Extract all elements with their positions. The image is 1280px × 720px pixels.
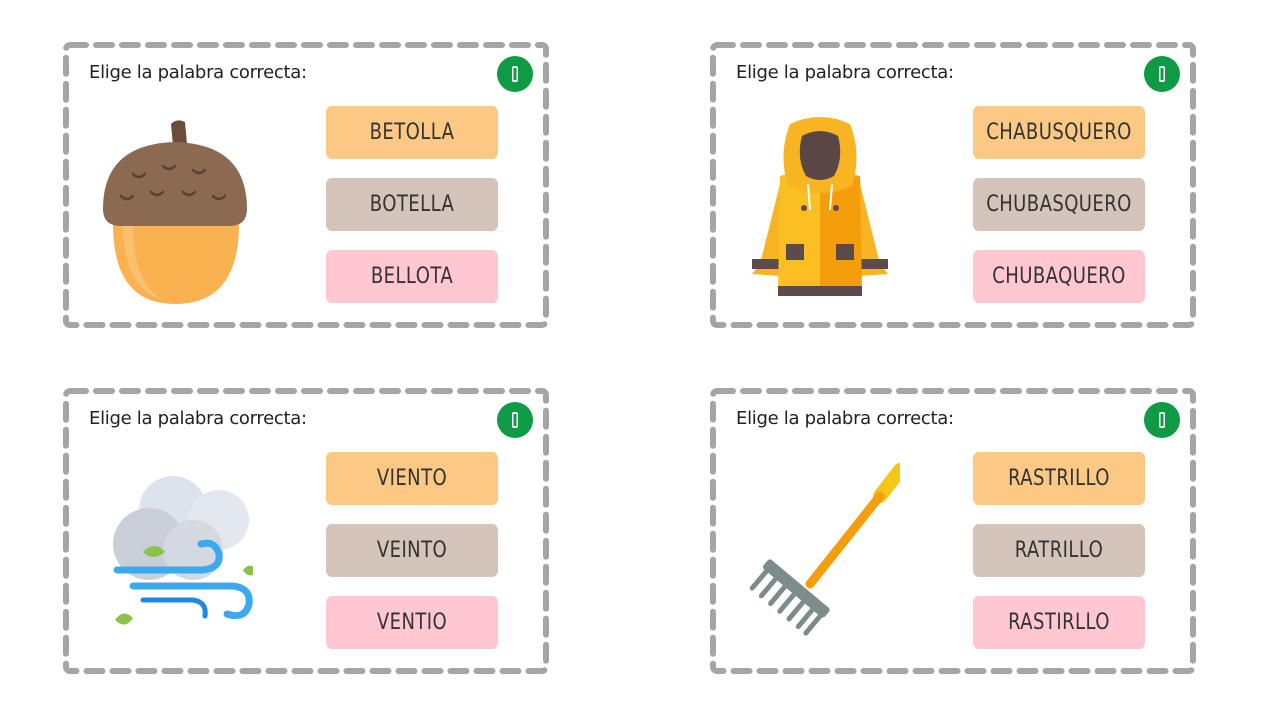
logo-badge-icon [497, 402, 533, 438]
option-button-1[interactable]: BETOLLA [325, 106, 499, 159]
prompt-text: Elige la palabra correcta: [89, 62, 307, 83]
prompt-text: Elige la palabra correcta: [89, 408, 307, 429]
quiz-card-acorn: Elige la palabra correcta: BETOLLA BOTEL… [63, 42, 549, 328]
prompt-text: Elige la palabra correcta: [736, 62, 954, 83]
option-button-2[interactable]: CHUBASQUERO [972, 178, 1146, 231]
raincoat-icon [752, 117, 888, 296]
logo-badge-icon [1144, 56, 1180, 92]
option-button-2[interactable]: VEINTO [325, 524, 499, 577]
rake-icon [749, 463, 900, 636]
dashed-frame [63, 388, 549, 674]
dashed-frame [63, 42, 549, 328]
dashed-frame [710, 388, 1196, 674]
logo-badge-icon [1144, 402, 1180, 438]
quiz-card-wind: Elige la palabra correcta: VIENTO VEINTO… [63, 388, 549, 674]
option-button-3[interactable]: VENTIO [325, 596, 499, 649]
option-button-1[interactable]: RASTRILLO [972, 452, 1146, 505]
logo-badge-icon [497, 56, 533, 92]
option-button-1[interactable]: VIENTO [325, 452, 499, 505]
option-button-2[interactable]: BOTELLA [325, 178, 499, 231]
option-button-3[interactable]: CHUBAQUERO [972, 250, 1146, 303]
prompt-text: Elige la palabra correcta: [736, 408, 954, 429]
quiz-card-raincoat: Elige la palabra correcta: CHABUSQUERO C… [710, 42, 1196, 328]
option-button-3[interactable]: BELLOTA [325, 250, 499, 303]
quiz-card-rake: Elige la palabra correcta: RASTRILLO RAT… [710, 388, 1196, 674]
option-button-1[interactable]: CHABUSQUERO [972, 106, 1146, 159]
wind-icon [113, 476, 253, 625]
option-button-2[interactable]: RATRILLO [972, 524, 1146, 577]
dashed-frame [710, 42, 1196, 328]
option-button-3[interactable]: RASTIRLLO [972, 596, 1146, 649]
acorn-icon [103, 120, 247, 304]
